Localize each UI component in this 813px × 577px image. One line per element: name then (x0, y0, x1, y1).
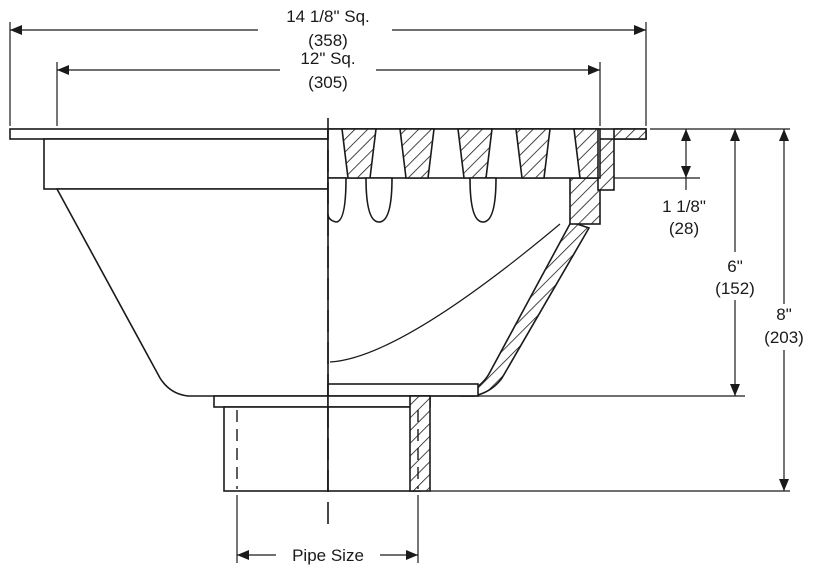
flange-lip (613, 128, 647, 140)
grate-depth-inch-label: 1 1/8" (662, 197, 706, 216)
grate-width-dimension: 12" Sq. (305) (56, 49, 601, 126)
bowl-bottom-plate (327, 383, 479, 397)
grate-support-tab (327, 177, 347, 223)
grate-width-mm-label: (305) (308, 73, 348, 92)
grate-support-tab (469, 177, 497, 223)
outlet-pipe-right (327, 406, 421, 492)
grate-depth-dimension: 1 1/8" (28) (662, 129, 706, 238)
pipe-size-dimension: Pipe Size (236, 495, 419, 565)
pipe-size-label: Pipe Size (292, 546, 364, 565)
grate-section (327, 128, 601, 179)
body-rim (43, 138, 329, 190)
sloped-wall-section (459, 221, 591, 397)
outlet-flange (213, 395, 329, 408)
body-depth-inch-label: 6" (727, 257, 743, 276)
grate-bar (399, 128, 435, 179)
grate-bar (457, 128, 493, 179)
top-flange (9, 128, 329, 140)
grate-bar (341, 128, 377, 179)
tapered-bowl (55, 188, 329, 397)
body-depth-mm-label: (152) (715, 279, 755, 298)
grate-width-inch-label: 12" Sq. (300, 49, 355, 68)
grate-depth-mm-label: (28) (669, 219, 699, 238)
overall-width-inch-label: 14 1/8" Sq. (286, 7, 370, 26)
drain-body-section (327, 128, 647, 492)
total-height-dimension: 8" (203) (764, 129, 804, 491)
body-depth-dimension: 6" (152) (715, 129, 755, 396)
outlet-pipe-wall-section (409, 395, 431, 492)
overall-width-mm-label: (358) (308, 31, 348, 50)
drain-body-exterior (9, 128, 329, 492)
grate-support-tab (365, 177, 393, 223)
overall-width-dimension: 14 1/8" Sq. (358) (9, 7, 647, 126)
total-height-mm-label: (203) (764, 328, 804, 347)
grate-bar (515, 128, 551, 179)
rim-block-section (569, 177, 601, 225)
interior-profile-line (329, 223, 561, 363)
grate-bar (573, 128, 599, 179)
total-height-inch-label: 8" (776, 305, 792, 324)
outlet-pipe (223, 406, 329, 492)
